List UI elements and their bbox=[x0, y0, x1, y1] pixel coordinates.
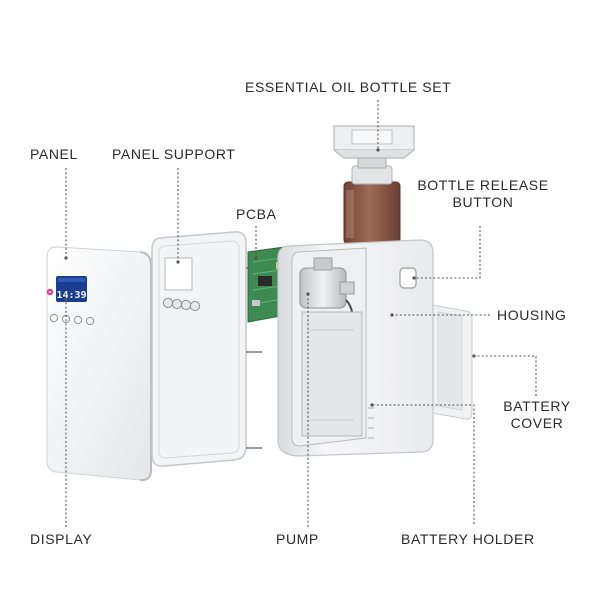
label-battery-cover-line1: BATTERY bbox=[503, 398, 571, 414]
label-housing: HOUSING bbox=[497, 307, 567, 323]
pump-cylinder bbox=[299, 267, 347, 309]
label-display: DISPLAY bbox=[30, 531, 93, 547]
touch-button-3 bbox=[73, 315, 83, 325]
front-panel: 14:39 bbox=[46, 246, 152, 482]
lcd-screen bbox=[56, 276, 87, 302]
label-essential-oil-bottle-set: ESSENTIAL OIL BOTTLE SET bbox=[245, 79, 452, 95]
label-bottle-release-button: BOTTLE RELEASE BUTTON bbox=[410, 177, 556, 211]
label-panel: PANEL bbox=[30, 146, 78, 162]
label-battery-cover-line2: COVER bbox=[510, 415, 564, 431]
label-battery-cover: BATTERY COVER bbox=[494, 398, 580, 432]
leader-lines bbox=[64, 100, 537, 527]
essential-oil-bottle bbox=[333, 125, 415, 245]
label-panel-support: PANEL SUPPORT bbox=[112, 146, 236, 162]
label-pump: PUMP bbox=[276, 531, 319, 547]
label-bottle-release-button-line1: BOTTLE RELEASE bbox=[417, 177, 549, 193]
touch-buttons bbox=[49, 313, 95, 326]
panel-support bbox=[151, 231, 262, 467]
label-pcba: PCBA bbox=[236, 206, 277, 222]
label-bottle-release-button-line2: BUTTON bbox=[452, 194, 514, 210]
housing bbox=[277, 239, 434, 457]
battery-compartment bbox=[301, 311, 363, 437]
touch-button-4 bbox=[85, 316, 95, 326]
battery-cover bbox=[431, 304, 473, 420]
bottle-release-button bbox=[399, 267, 417, 289]
lcd-time-readout: 14:39 bbox=[56, 290, 86, 301]
label-battery-holder: BATTERY HOLDER bbox=[401, 531, 535, 547]
touch-button-1 bbox=[49, 313, 59, 323]
